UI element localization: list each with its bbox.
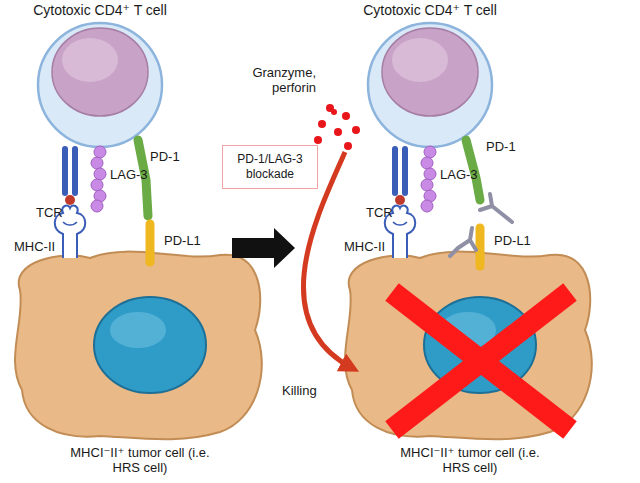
tumor-cell: MHCI⁻II⁺ tumor cell (i.e. HRS cell) <box>10 250 270 480</box>
receptor-label: LAG-3 <box>440 168 478 183</box>
receptor-label: MHC-II <box>14 240 55 255</box>
treatment-box: PD-1/LAG-3 blockade <box>222 145 318 189</box>
left-panel <box>15 23 262 439</box>
tumor-cell: MHCI⁻II⁺ tumor cell (i.e. HRS cell) <box>340 250 600 480</box>
transition-arrow <box>232 228 295 268</box>
molecule-label: Granzyme, perforin <box>232 66 316 96</box>
receptor-label: LAG-3 <box>110 168 148 183</box>
receptor-label: PD-L1 <box>164 234 201 249</box>
t-cell: Cytotoxic CD4⁺ T cell <box>350 2 510 152</box>
receptor-label: PD-1 <box>486 140 516 155</box>
right-panel <box>345 23 592 439</box>
t-cell: Cytotoxic CD4⁺ T cell <box>20 2 180 152</box>
node-text: Cytotoxic CD4⁺ T cell <box>33 2 167 19</box>
receptor-label: MHC-II <box>344 240 385 255</box>
receptor-label: TCR <box>36 206 63 221</box>
pdl1-ligand <box>146 224 155 262</box>
pdl1-ligand <box>476 228 485 266</box>
receptor-label: PD-L1 <box>494 234 531 249</box>
receptor-label: TCR <box>366 206 393 221</box>
antibody <box>450 228 476 256</box>
node-text: MHCI⁻II⁺ tumor cell (i.e. HRS cell) <box>70 445 210 480</box>
granzyme-dots <box>314 104 360 150</box>
receptor-label: PD-1 <box>150 150 180 165</box>
node-text: PD-1/LAG-3 blockade <box>229 152 311 182</box>
node-text: Cytotoxic CD4⁺ T cell <box>363 2 497 19</box>
kill-cross <box>392 292 570 430</box>
action-label: Killing <box>282 384 317 399</box>
node-text: MHCI⁻II⁺ tumor cell (i.e. HRS cell) <box>400 445 540 480</box>
antibody <box>480 194 512 222</box>
